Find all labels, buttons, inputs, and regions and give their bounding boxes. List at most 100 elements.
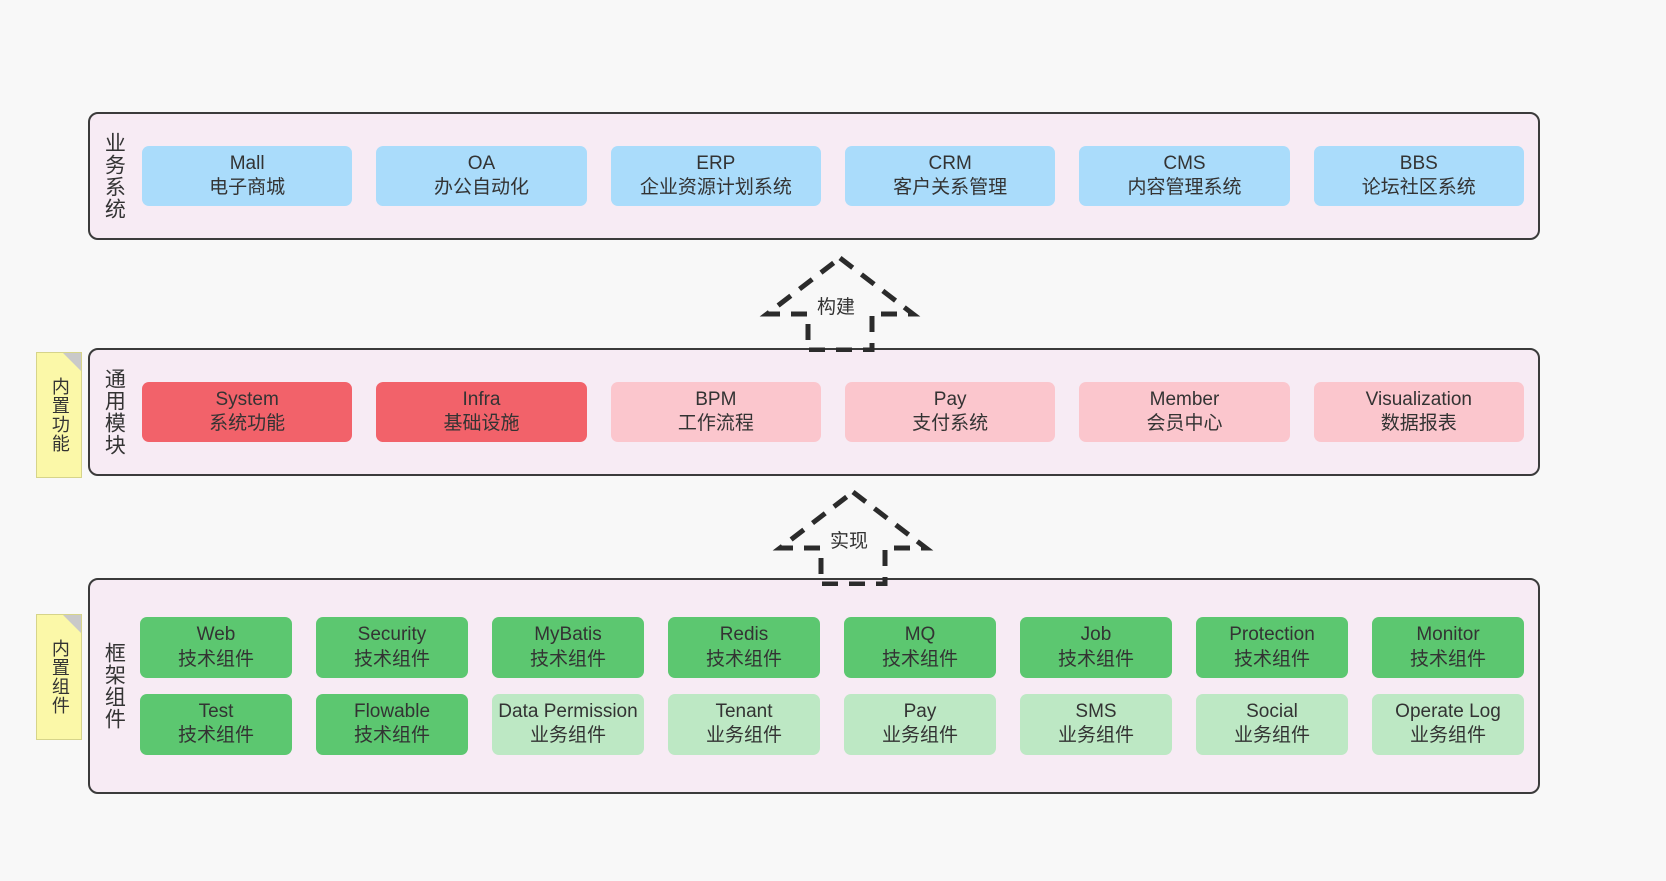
card-member[interactable]: Member 会员中心 [1079, 381, 1290, 443]
layer-common-module: 通用模块 System 系统功能 Infra 基础设施 BPM 工作流程 Pay… [88, 348, 1540, 476]
layer-label-framework-component: 框架组件 [102, 642, 126, 730]
card-subtitle: 技术组件 [881, 648, 958, 670]
card-title: Protection [1229, 624, 1315, 646]
card-title: OA [467, 152, 496, 174]
card-row: Web 技术组件 Security 技术组件 MyBatis 技术组件 Redi… [140, 617, 1524, 678]
layer-body-framework-component: Web 技术组件 Security 技术组件 MyBatis 技术组件 Redi… [136, 580, 1538, 792]
card-subtitle: 系统功能 [209, 413, 286, 434]
card-web[interactable]: Web 技术组件 [140, 617, 292, 678]
card-title: Infra [462, 388, 501, 410]
card-subtitle: 电子商城 [209, 177, 286, 198]
card-test[interactable]: Test 技术组件 [140, 694, 292, 755]
card-operate-log[interactable]: Operate Log 业务组件 [1372, 694, 1524, 755]
card-title: BPM [695, 388, 737, 410]
card-title: Data Permission [498, 701, 638, 722]
card-title: Job [1080, 624, 1112, 646]
card-subtitle: 数据报表 [1380, 413, 1457, 434]
arrow-label-implement: 实现 [830, 531, 869, 552]
card-subtitle: 技术组件 [705, 648, 782, 670]
card-title: System [215, 388, 279, 410]
card-bpm[interactable]: BPM 工作流程 [610, 381, 821, 443]
card-title: Tenant [715, 701, 773, 722]
card-subtitle: 技术组件 [529, 648, 606, 670]
card-title: Web [196, 624, 236, 646]
card-system[interactable]: System 系统功能 [142, 381, 353, 443]
card-subtitle: 企业资源计划系统 [639, 177, 792, 198]
card-title: Pay [933, 388, 967, 410]
layer-body-common-module: System 系统功能 Infra 基础设施 BPM 工作流程 Pay 支付系统… [136, 350, 1538, 474]
layer-body-business-system: Mall 电子商城 OA 办公自动化 ERP 企业资源计划系统 CRM 客户关系… [136, 114, 1538, 238]
card-infra[interactable]: Infra 基础设施 [376, 381, 587, 443]
card-subtitle: 会员中心 [1146, 413, 1223, 434]
card-mq[interactable]: MQ 技术组件 [844, 617, 996, 678]
card-title: Operate Log [1395, 701, 1501, 722]
card-monitor[interactable]: Monitor 技术组件 [1372, 617, 1524, 678]
card-title: Test [198, 701, 234, 722]
card-social[interactable]: Social 业务组件 [1196, 694, 1348, 755]
card-subtitle: 业务组件 [881, 725, 958, 747]
layer-business-system: 业务系统 Mall 电子商城 OA 办公自动化 ERP 企业资源计划系统 CRM… [88, 112, 1540, 240]
layer-label-common-module: 通用模块 [102, 368, 126, 456]
card-job[interactable]: Job 技术组件 [1020, 617, 1172, 678]
card-subtitle: 技术组件 [177, 648, 254, 670]
card-redis[interactable]: Redis 技术组件 [668, 617, 820, 678]
card-erp[interactable]: ERP 企业资源计划系统 [610, 145, 821, 207]
card-subtitle: 内容管理系统 [1127, 177, 1242, 198]
card-subtitle: 基础设施 [443, 413, 520, 434]
card-title: Member [1149, 388, 1220, 410]
card-title: CMS [1163, 152, 1206, 174]
arrow-label-build: 构建 [817, 297, 856, 318]
card-title: SMS [1075, 701, 1117, 722]
dashed-hollow-arrow-up-icon [759, 254, 921, 353]
card-subtitle: 技术组件 [1409, 648, 1486, 670]
arrow-build: 构建 [755, 252, 925, 353]
card-subtitle: 业务组件 [1057, 725, 1134, 747]
layer-framework-component: 框架组件 Web 技术组件 Security 技术组件 MyBatis 技术组件… [88, 578, 1540, 794]
card-title: CRM [928, 152, 972, 174]
card-row: Mall 电子商城 OA 办公自动化 ERP 企业资源计划系统 CRM 客户关系… [142, 145, 1524, 207]
card-subtitle: 业务组件 [705, 725, 782, 747]
card-security[interactable]: Security 技术组件 [316, 617, 468, 678]
card-crm[interactable]: CRM 客户关系管理 [844, 145, 1056, 207]
card-subtitle: 技术组件 [177, 725, 254, 747]
card-mybatis[interactable]: MyBatis 技术组件 [492, 617, 644, 678]
arrow-implement: 实现 [768, 486, 938, 587]
card-title: MyBatis [534, 624, 602, 646]
card-subtitle: 支付系统 [912, 413, 989, 434]
card-sms[interactable]: SMS 业务组件 [1020, 694, 1172, 755]
card-subtitle: 技术组件 [1057, 648, 1134, 670]
card-title: Visualization [1365, 388, 1472, 410]
card-subtitle: 业务组件 [529, 725, 606, 747]
card-subtitle: 办公自动化 [433, 177, 529, 198]
card-subtitle: 技术组件 [353, 648, 430, 670]
card-title: MQ [904, 624, 936, 646]
card-visualization[interactable]: Visualization 数据报表 [1313, 381, 1524, 443]
card-title: BBS [1399, 152, 1438, 174]
card-pay-component[interactable]: Pay 业务组件 [844, 694, 996, 755]
note-builtin-components: 内置组件 [36, 614, 82, 740]
card-protection[interactable]: Protection 技术组件 [1196, 617, 1348, 678]
card-row: System 系统功能 Infra 基础设施 BPM 工作流程 Pay 支付系统… [142, 381, 1524, 443]
card-pay[interactable]: Pay 支付系统 [844, 381, 1056, 443]
card-title: Social [1246, 701, 1298, 722]
card-row: Test 技术组件 Flowable 技术组件 Data Permission … [140, 694, 1524, 755]
card-title: Mall [229, 152, 265, 174]
card-mall[interactable]: Mall 电子商城 [142, 145, 353, 207]
card-title: Redis [719, 624, 769, 646]
note-label: 内置组件 [49, 639, 70, 715]
card-subtitle: 工作流程 [677, 413, 754, 434]
card-bbs[interactable]: BBS 论坛社区系统 [1313, 145, 1524, 207]
dashed-hollow-arrow-up-icon [772, 488, 934, 587]
note-fold-corner-icon [63, 353, 81, 371]
card-subtitle: 技术组件 [353, 725, 430, 747]
note-fold-corner-icon [63, 615, 81, 633]
card-title: Security [357, 624, 427, 646]
note-builtin-features: 内置功能 [36, 352, 82, 478]
card-oa[interactable]: OA 办公自动化 [376, 145, 587, 207]
card-data-permission[interactable]: Data Permission 业务组件 [492, 694, 644, 755]
card-flowable[interactable]: Flowable 技术组件 [316, 694, 468, 755]
card-tenant[interactable]: Tenant 业务组件 [668, 694, 820, 755]
card-cms[interactable]: CMS 内容管理系统 [1079, 145, 1290, 207]
card-subtitle: 论坛社区系统 [1361, 177, 1476, 198]
card-subtitle: 技术组件 [1233, 648, 1310, 670]
